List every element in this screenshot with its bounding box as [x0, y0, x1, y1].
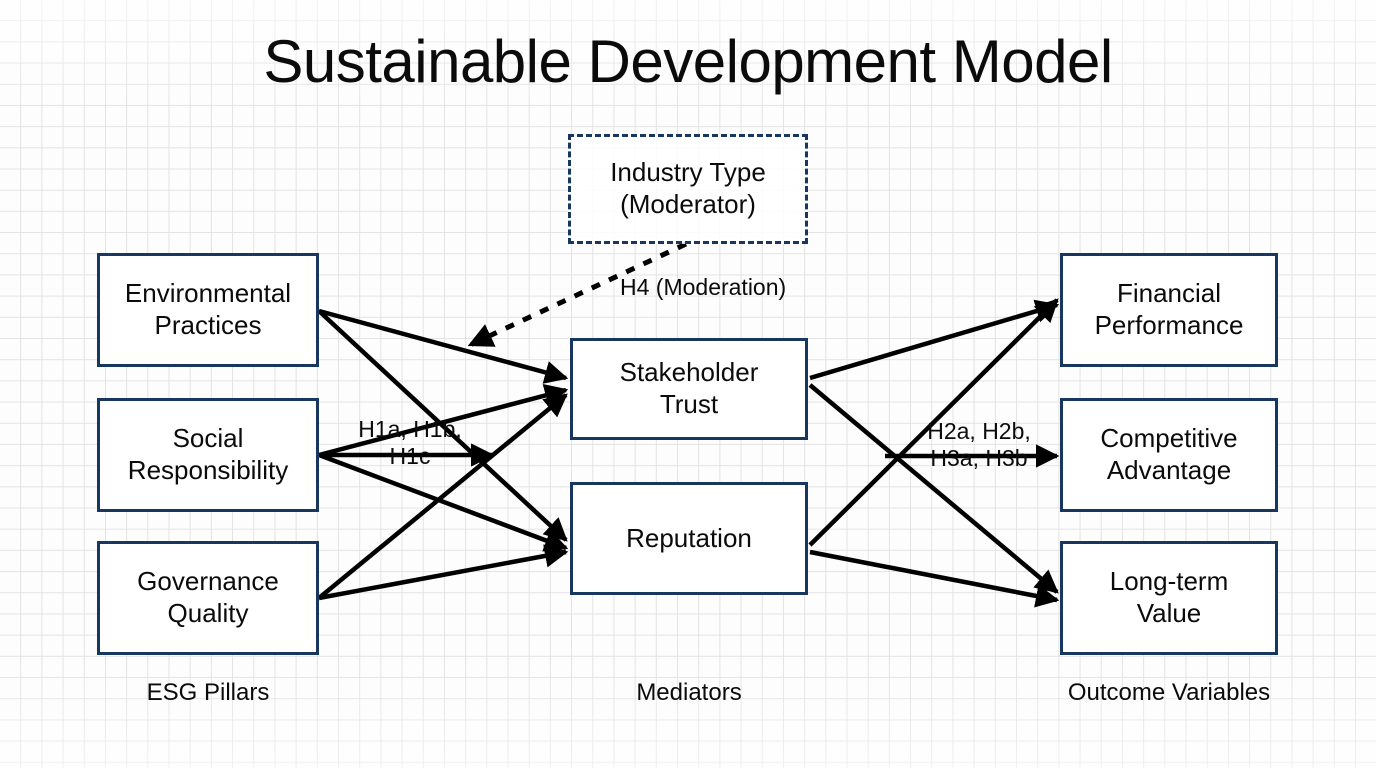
edge-label-h23: H2a, H2b, H3a, H3b — [927, 418, 1031, 472]
node-label: Long-term Value — [1109, 566, 1229, 628]
column-label-esg-pillars: ESG Pillars — [146, 679, 270, 706]
edge-social-to-trust — [318, 384, 569, 458]
edge-governance-to-reputation — [318, 544, 569, 601]
node-label: Reputation — [626, 522, 752, 553]
edge-label-h1: H1a, H1b, H1c — [358, 416, 462, 470]
node-label: Social Responsibility — [127, 423, 289, 485]
edge-reputation-to-longterm — [809, 549, 1060, 608]
edge-environmental-to-trust — [318, 308, 569, 384]
node-stakeholder-trust[interactable]: Stakeholder Trust — [570, 338, 808, 440]
node-industry-type-moderator[interactable]: Industry Type (Moderator) — [568, 134, 808, 244]
edge-trust-to-financial — [809, 299, 1060, 381]
column-label-mediators: Mediators — [636, 679, 742, 706]
node-competitive-advantage[interactable]: Competitive Advantage — [1060, 398, 1278, 512]
edge-reputation-to-financial — [808, 298, 1059, 547]
node-social-responsibility[interactable]: Social Responsibility — [97, 398, 319, 512]
node-label: Industry Type (Moderator) — [610, 157, 766, 219]
edge-governance-to-trust — [317, 393, 568, 600]
node-long-term-value[interactable]: Long-term Value — [1060, 541, 1278, 655]
node-label: Competitive Advantage — [1100, 423, 1238, 485]
page-title: Sustainable Development Model — [263, 28, 1113, 95]
column-label-outcome-variables: Outcome Variables — [1067, 679, 1271, 706]
edge-social-to-reputation — [318, 452, 569, 552]
node-financial-performance[interactable]: Financial Performance — [1060, 253, 1278, 367]
node-reputation[interactable]: Reputation — [570, 482, 808, 595]
node-label: Stakeholder Trust — [619, 357, 759, 419]
node-label: Environmental Practices — [124, 278, 292, 340]
edge-trust-to-longterm — [808, 383, 1059, 594]
node-governance-quality[interactable]: Governance Quality — [97, 541, 319, 655]
edge-moderator-to-trust — [467, 241, 688, 348]
node-label: Financial Performance — [1094, 278, 1244, 340]
edge-label-h4: H4 (Moderation) — [620, 274, 787, 300]
node-label: Governance Quality — [137, 566, 279, 628]
node-environmental-practices[interactable]: Environmental Practices — [97, 253, 319, 367]
edge-environmental-to-reputation — [317, 309, 568, 542]
